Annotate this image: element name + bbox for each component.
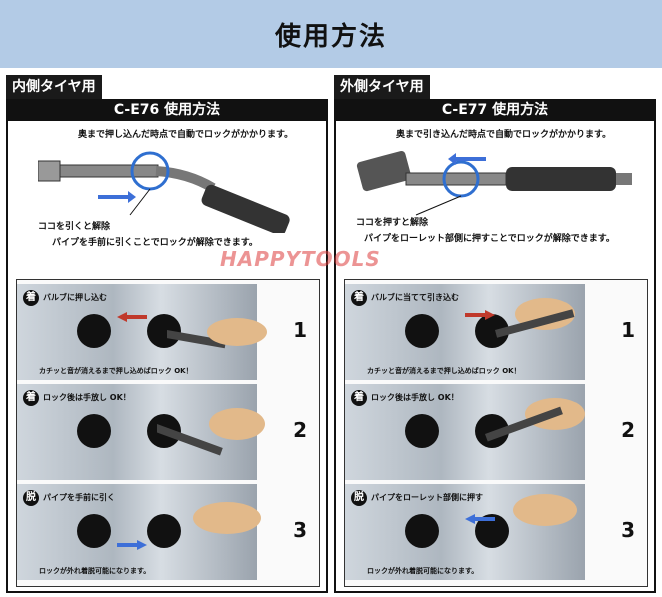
- step-2: 着 ロック後は手放し OK！ 2: [17, 384, 319, 480]
- watermark: HAPPYTOOLS: [220, 247, 381, 271]
- valve-hole: [405, 414, 439, 448]
- step-label: ロック後は手放し OK！: [43, 393, 131, 402]
- steps-box: 着 バルブに当てて引き込む カチッと音が消えるまで押し込めばロック OK！ 1 …: [344, 279, 648, 587]
- valve-hole: [147, 314, 181, 348]
- model-heading: C-E76 使用方法: [8, 99, 326, 121]
- step-1: 着 バルブに押し込む カチッと音が消えるまで押し込めばロック OK！ 1: [17, 284, 319, 380]
- panel-frame: C-E76 使用方法 奥まで押し込んだ時点で自動でロックがかかります。 ココを引…: [6, 99, 328, 593]
- release-label: ココを押すと解除: [356, 218, 429, 228]
- inner-tire-panel: 内側タイヤ用 C-E76 使用方法 奥まで押し込んだ時点で自動でロックがかかりま…: [6, 75, 328, 595]
- step-3: 脱 パイプをローレット部側に押す ロックが外れ着脱可能になります。 3: [345, 484, 647, 580]
- panel-tag: 内側タイヤ用: [6, 75, 102, 99]
- push-arrow-icon: [465, 514, 495, 524]
- release-note: パイプをローレット部側に押すことでロックが解除できます。: [364, 234, 615, 244]
- model-heading: C-E77 使用方法: [336, 99, 654, 121]
- valve-hole: [77, 514, 111, 548]
- title-banner: 使用方法: [0, 0, 662, 68]
- hand-icon: [485, 398, 585, 442]
- step-label: パイプを手前に引く: [43, 493, 115, 502]
- step-number: 3: [293, 518, 307, 542]
- step-number: 1: [293, 318, 307, 342]
- release-label: ココを引くと解除: [38, 222, 111, 232]
- step-badge: 脱: [23, 490, 39, 506]
- step-label: バルブに当てて引き込む: [371, 293, 459, 302]
- pull-arrow-icon: [117, 540, 147, 550]
- step-badge: 着: [23, 290, 39, 306]
- step-note: ロックが外れ着脱可能になります。: [39, 567, 151, 575]
- step-note: ロックが外れ着脱可能になります。: [367, 567, 479, 575]
- intro-text: 奥まで押し込んだ時点で自動でロックがかかります。: [78, 130, 294, 140]
- step-badge: 着: [23, 390, 39, 406]
- valve-hole: [405, 314, 439, 348]
- step-label: パイプをローレット部側に押す: [371, 493, 483, 502]
- chuck-tool-illustration: [38, 151, 290, 233]
- outer-tire-panel: 外側タイヤ用 C-E77 使用方法 奥まで引き込んだ時点で自動でロックがかかりま…: [334, 75, 656, 595]
- hand-icon: [495, 298, 575, 338]
- panel-frame: C-E77 使用方法 奥まで引き込んだ時点で自動でロックがかかります。 ココを押…: [334, 99, 656, 593]
- push-arrow-icon: [117, 312, 147, 322]
- hand-icon: [193, 502, 261, 534]
- valve-hole: [77, 314, 111, 348]
- step-number: 2: [293, 418, 307, 442]
- push-arrow-icon: [465, 310, 495, 320]
- hand-icon: [167, 318, 267, 349]
- step-1: 着 バルブに当てて引き込む カチッと音が消えるまで押し込めばロック OK！ 1: [345, 284, 647, 380]
- hand-icon: [157, 408, 265, 456]
- intro-text: 奥まで引き込んだ時点で自動でロックがかかります。: [396, 130, 612, 140]
- hand-icon: [513, 494, 577, 526]
- valve-hole: [77, 414, 111, 448]
- step-note: カチッと音が消えるまで押し込めばロック OK！: [367, 367, 521, 375]
- chuck-tool-illustration: [356, 150, 632, 216]
- step-badge: 脱: [351, 490, 367, 506]
- page-title: 使用方法: [274, 21, 387, 52]
- valve-hole: [147, 514, 181, 548]
- step-label: バルブに押し込む: [43, 293, 107, 302]
- step-badge: 着: [351, 390, 367, 406]
- step-number: 3: [621, 518, 635, 542]
- step-number: 1: [621, 318, 635, 342]
- step-badge: 着: [351, 290, 367, 306]
- steps-box: 着 バルブに押し込む カチッと音が消えるまで押し込めばロック OK！ 1 着 ロ…: [16, 279, 320, 587]
- step-3: 脱 パイプを手前に引く ロックが外れ着脱可能になります。 3: [17, 484, 319, 580]
- step-2: 着 ロック後は手放し OK！ 2: [345, 384, 647, 480]
- panel-tag: 外側タイヤ用: [334, 75, 430, 99]
- step-label: ロック後は手放し OK！: [371, 393, 459, 402]
- step-number: 2: [621, 418, 635, 442]
- step-note: カチッと音が消えるまで押し込めばロック OK！: [39, 367, 193, 375]
- release-note: パイプを手前に引くことでロックが解除できます。: [52, 238, 258, 248]
- valve-hole: [405, 514, 439, 548]
